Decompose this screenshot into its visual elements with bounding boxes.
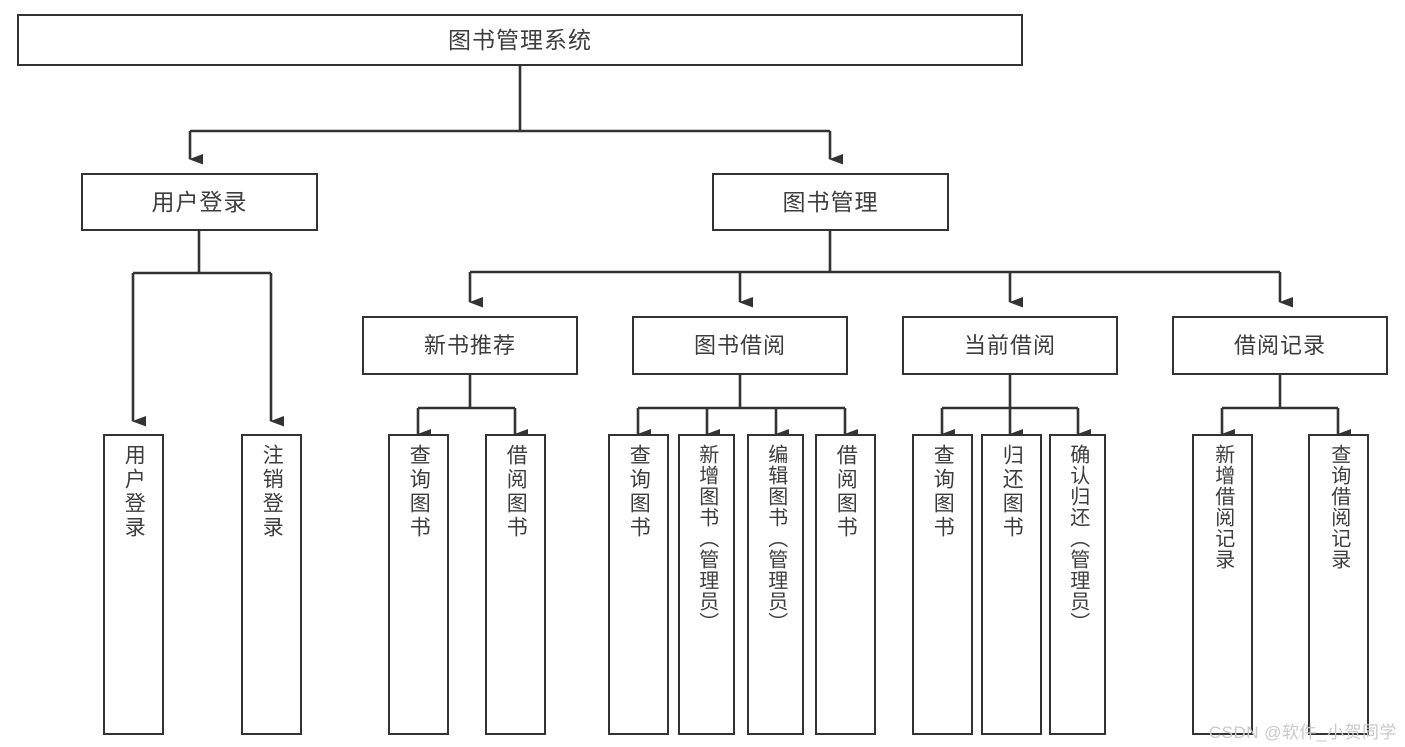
node-label: 查询图书: [627, 444, 651, 540]
node-new-book-recommend[interactable]: 新书推荐: [362, 316, 578, 375]
leaf-query-book-current[interactable]: 查询图书: [912, 434, 973, 735]
node-label: 查询图书: [931, 444, 955, 540]
node-label: 编辑图书（管理员）: [764, 444, 787, 633]
node-label: 查询图书: [407, 444, 431, 540]
leaf-add-book-admin[interactable]: 新增图书（管理员）: [678, 434, 735, 735]
leaf-user-login[interactable]: 用户登录: [103, 434, 164, 735]
leaf-return-book[interactable]: 归还图书: [981, 434, 1042, 735]
leaf-borrow-book-recommend[interactable]: 借阅图书: [485, 434, 546, 735]
leaf-query-borrow-record[interactable]: 查询借阅记录: [1308, 434, 1369, 735]
node-label: 用户登录: [151, 188, 248, 215]
node-label: 新增图书（管理员）: [695, 444, 718, 633]
node-label: 新书推荐: [423, 332, 516, 358]
node-book-management[interactable]: 图书管理: [712, 173, 949, 231]
node-label: 新增借阅记录: [1211, 444, 1234, 570]
node-label: 确认归还（管理员）: [1066, 444, 1089, 633]
node-book-borrow[interactable]: 图书借阅: [632, 316, 848, 375]
node-borrow-record[interactable]: 借阅记录: [1172, 316, 1388, 375]
leaf-query-book-recommend[interactable]: 查询图书: [388, 434, 449, 735]
leaf-query-book-borrow[interactable]: 查询图书: [608, 434, 669, 735]
watermark-text: CSDN @软件_小贺同学: [1208, 723, 1397, 742]
node-current-borrow[interactable]: 当前借阅: [902, 316, 1118, 375]
node-label: 图书管理: [782, 188, 879, 215]
leaf-logout[interactable]: 注销登录: [241, 434, 302, 735]
leaf-add-borrow-record[interactable]: 新增借阅记录: [1192, 434, 1253, 735]
node-label: 借阅图书: [834, 444, 858, 540]
node-label: 用户登录: [122, 444, 146, 540]
leaf-edit-book-admin[interactable]: 编辑图书（管理员）: [747, 434, 804, 735]
node-label: 当前借阅: [963, 332, 1056, 358]
node-root-system[interactable]: 图书管理系统: [17, 14, 1023, 66]
node-label: 图书管理系统: [448, 26, 592, 53]
node-label: 归还图书: [1000, 444, 1024, 540]
node-label: 注销登录: [260, 444, 284, 540]
leaf-borrow-book[interactable]: 借阅图书: [815, 434, 876, 735]
leaf-confirm-return-admin[interactable]: 确认归还（管理员）: [1049, 434, 1106, 735]
node-label: 借阅图书: [504, 444, 528, 540]
node-label: 图书借阅: [693, 332, 786, 358]
node-user-login[interactable]: 用户登录: [81, 173, 318, 231]
node-label: 借阅记录: [1233, 332, 1326, 358]
node-label: 查询借阅记录: [1327, 444, 1350, 570]
